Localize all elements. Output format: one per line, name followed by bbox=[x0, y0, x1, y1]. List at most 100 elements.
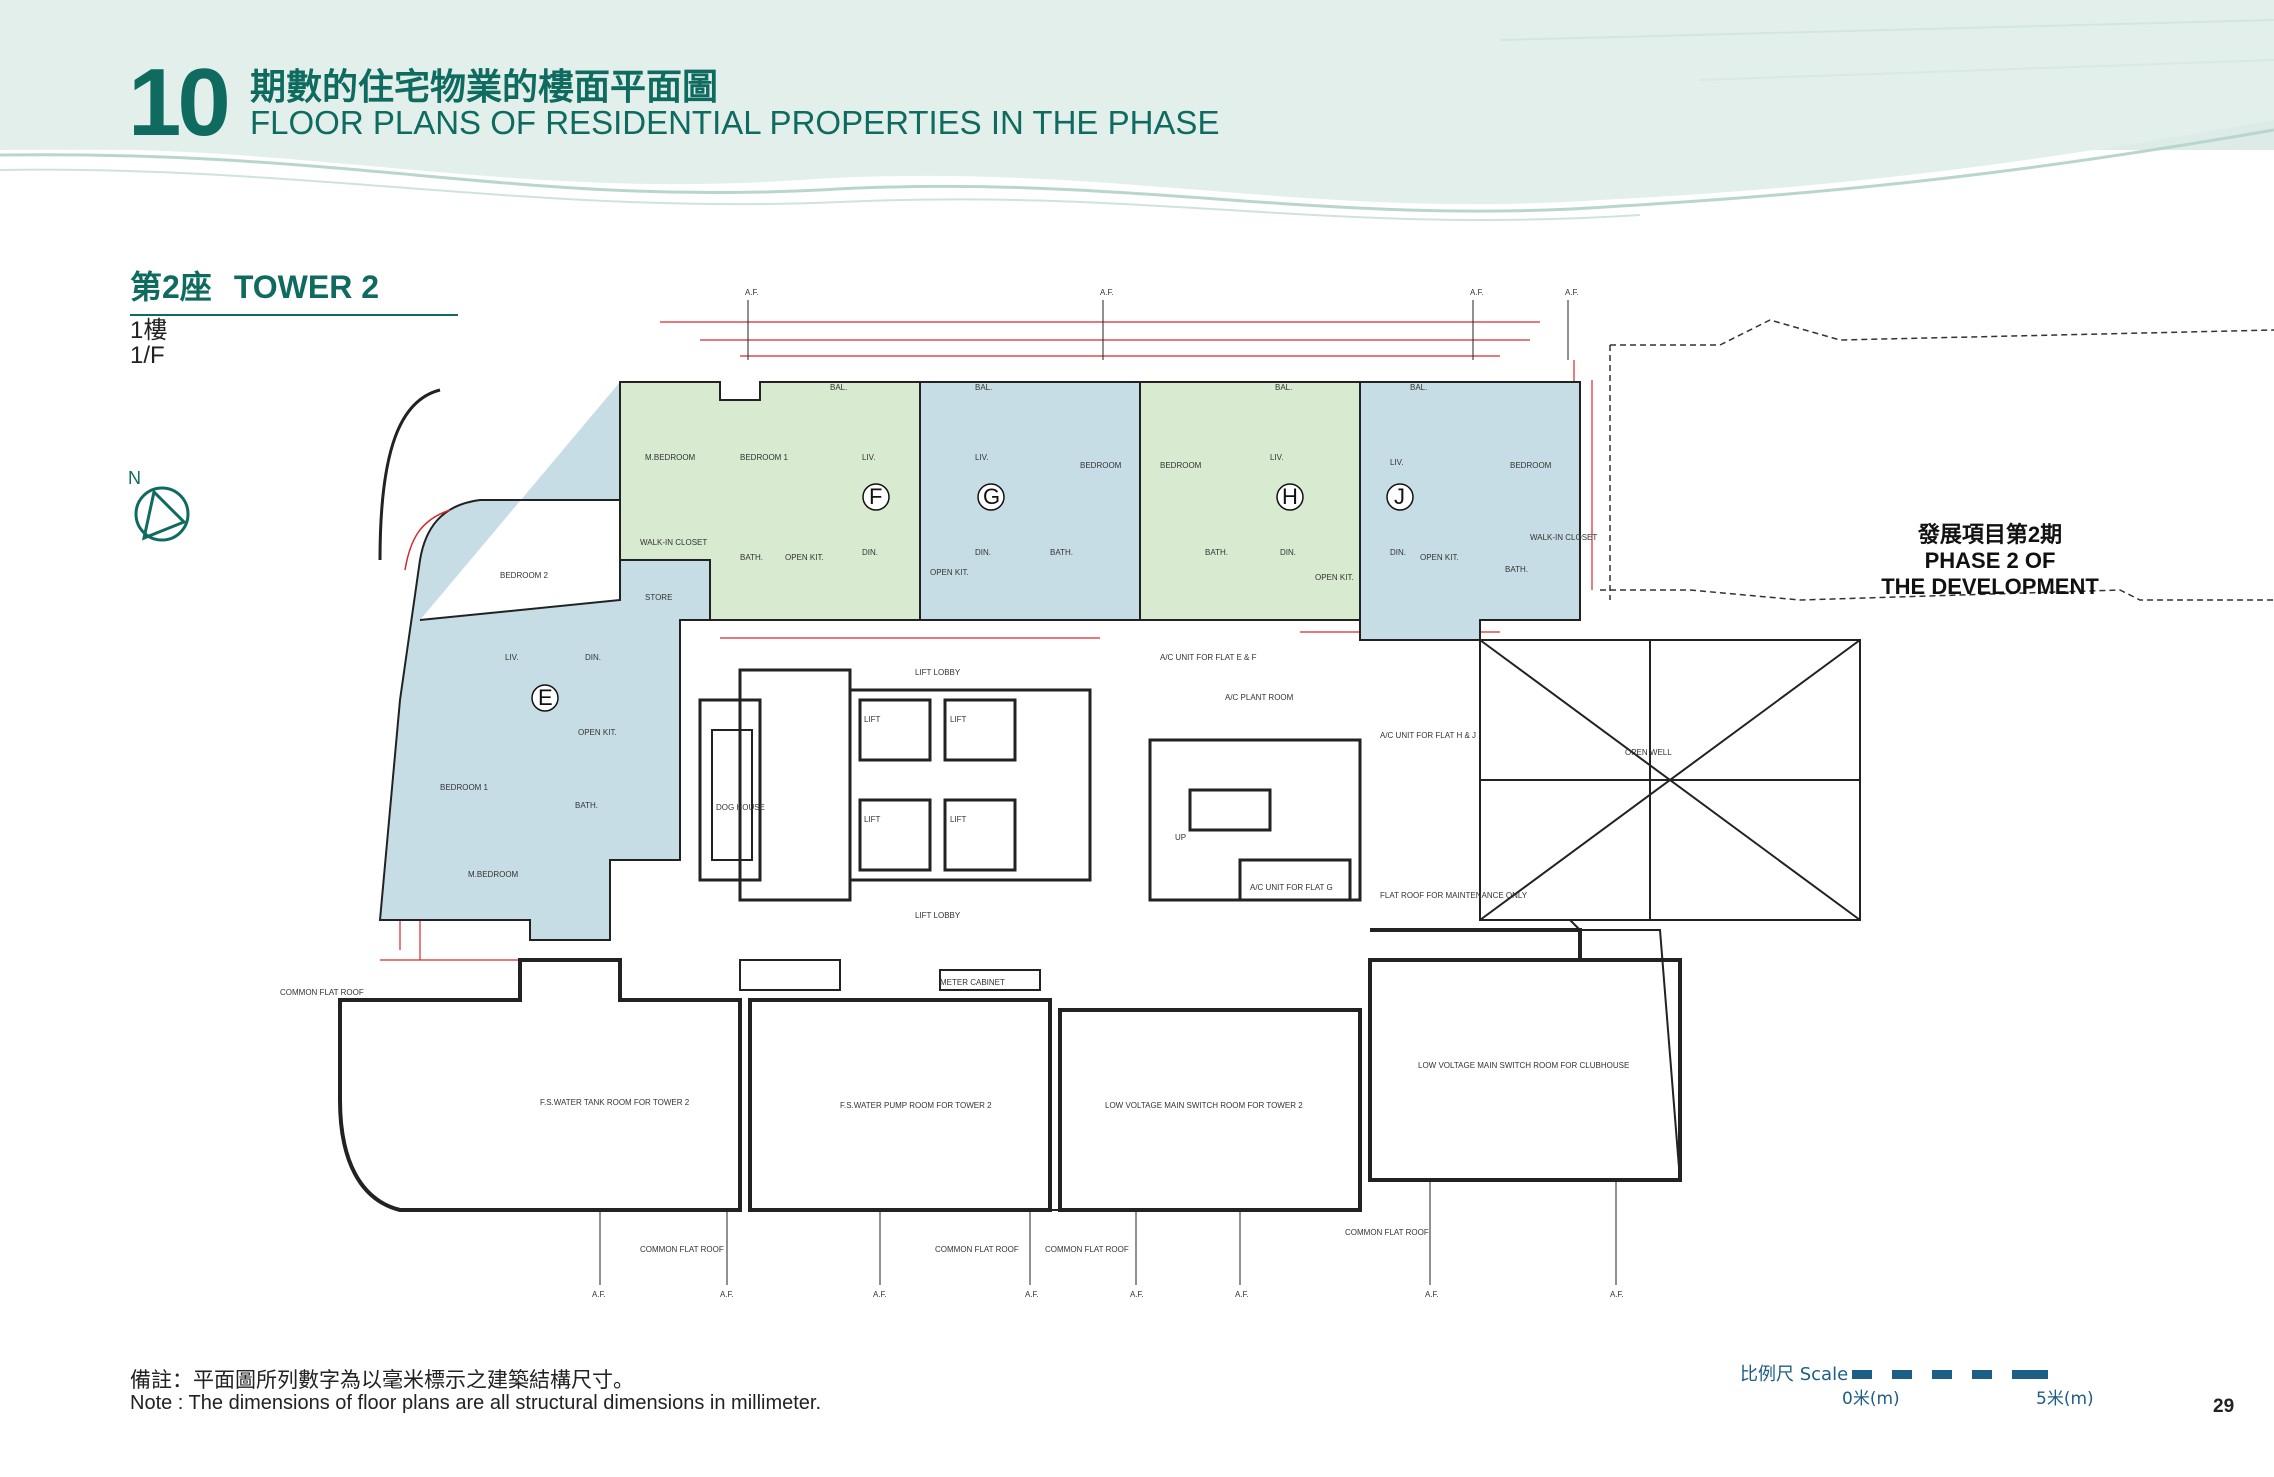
phase2-label-zh: 發展項目第2期 bbox=[1917, 522, 2063, 547]
label-af-top-1: A.F. bbox=[745, 288, 759, 297]
flat-roof-edge bbox=[1480, 919, 1681, 1181]
label-af-bottom-2: A.F. bbox=[720, 1290, 734, 1299]
page-number: 29 bbox=[2213, 1396, 2235, 1417]
label-af-bottom-8: A.F. bbox=[1610, 1290, 1624, 1299]
label-ac-unit-g: A/C UNIT FOR FLAT G bbox=[1250, 883, 1333, 892]
label-lift-1: LIFT bbox=[864, 715, 881, 724]
label-common-flat-roof-1: COMMON FLAT ROOF bbox=[280, 988, 364, 997]
label-bedroom-2-e: BEDROOM 2 bbox=[500, 571, 549, 580]
label-lift-4: LIFT bbox=[950, 815, 967, 824]
note-en: Note : The dimensions of floor plans are… bbox=[130, 1392, 822, 1414]
label-bal-g: BAL. bbox=[975, 383, 992, 392]
label-bal-f: BAL. bbox=[830, 383, 847, 392]
label-liv-e: LIV. bbox=[505, 653, 519, 662]
label-lift-lobby-upper: LIFT LOBBY bbox=[915, 668, 961, 677]
label-ac-unit-ef: A/C UNIT FOR FLAT E & F bbox=[1160, 653, 1257, 662]
page-title-zh: 期數的住宅物業的樓面平面圖 bbox=[250, 67, 719, 108]
label-din-h: DIN. bbox=[1280, 548, 1296, 557]
header-wave-band bbox=[0, 0, 2274, 222]
phase2-label: 發展項目第2期 PHASE 2 OF THE DEVELOPMENT bbox=[1820, 522, 2160, 600]
label-common-flat-roof-4: COMMON FLAT ROOF bbox=[1045, 1245, 1129, 1254]
scale-max: 5米(m) bbox=[2036, 1389, 2094, 1409]
flat-g-label: G bbox=[983, 484, 1000, 509]
lower-rooms-detail bbox=[620, 959, 1480, 1211]
lower-rooms bbox=[338, 928, 1682, 1212]
flat-e-label: E bbox=[538, 685, 553, 710]
label-bal-j: BAL. bbox=[1410, 383, 1427, 392]
label-open-well: OPEN WELL bbox=[1625, 748, 1672, 757]
scale-bar: 比例尺 Scale 0米(m) 5米(m) bbox=[1740, 1360, 2100, 1430]
floor-label-zh: 1樓 bbox=[130, 317, 168, 344]
label-open-kit-f: OPEN KIT. bbox=[785, 553, 824, 562]
label-bal-h: BAL. bbox=[1275, 383, 1292, 392]
label-lv-switch-tower: LOW VOLTAGE MAIN SWITCH ROOM FOR TOWER 2 bbox=[1105, 1101, 1303, 1110]
label-m-bedroom-f: M.BEDROOM bbox=[645, 453, 696, 462]
label-m-bedroom-e: M.BEDROOM bbox=[468, 870, 519, 879]
tower-heading: 第2座 TOWER 2 bbox=[130, 262, 458, 316]
label-walkin-j: WALK-IN CLOSET bbox=[1530, 533, 1597, 542]
flat-h-label: H bbox=[1282, 484, 1298, 509]
phase2-label-en-2: THE DEVELOPMENT bbox=[1881, 574, 2099, 599]
flat-markers: F G H J E bbox=[531, 483, 1414, 712]
phase2-outline bbox=[1600, 319, 2274, 601]
label-lift-lobby-lower: LIFT LOBBY bbox=[915, 911, 961, 920]
flat-g-area bbox=[919, 381, 1141, 621]
label-af-bottom-7: A.F. bbox=[1425, 1290, 1439, 1299]
flat-e-area bbox=[378, 382, 711, 941]
label-bath-e: BATH. bbox=[575, 801, 598, 810]
open-well bbox=[1479, 639, 1861, 921]
label-din-e: DIN. bbox=[585, 653, 601, 662]
flat-f-label: F bbox=[869, 484, 882, 509]
label-bath-g: BATH. bbox=[1050, 548, 1073, 557]
label-lift-2: LIFT bbox=[950, 715, 967, 724]
label-walkin-f: WALK-IN CLOSET bbox=[640, 538, 707, 547]
label-common-flat-roof-5: COMMON FLAT ROOF bbox=[1345, 1228, 1429, 1237]
label-af-top-3: A.F. bbox=[1470, 288, 1484, 297]
dog-house-outline bbox=[711, 729, 753, 861]
tower-label-zh: 第2座 bbox=[130, 269, 212, 305]
label-fs-water-tank: F.S.WATER TANK ROOM FOR TOWER 2 bbox=[540, 1098, 690, 1107]
tower-label-en: TOWER 2 bbox=[233, 269, 380, 305]
label-ac-unit-hj: A/C UNIT FOR FLAT H & J bbox=[1380, 731, 1476, 740]
label-ac-plant-room: A/C PLANT ROOM bbox=[1225, 693, 1294, 702]
page-title-en: FLOOR PLANS OF RESIDENTIAL PROPERTIES IN… bbox=[250, 104, 1220, 141]
label-af-bottom-5: A.F. bbox=[1130, 1290, 1144, 1299]
label-af-bottom-1: A.F. bbox=[592, 1290, 606, 1299]
label-liv-h: LIV. bbox=[1270, 453, 1284, 462]
label-bedroom-g: BEDROOM bbox=[1080, 461, 1122, 470]
flat-j-area bbox=[1359, 381, 1581, 641]
label-lift-3: LIFT bbox=[864, 815, 881, 824]
label-lv-switch-clubhouse: LOW VOLTAGE MAIN SWITCH ROOM FOR CLUBHOU… bbox=[1418, 1061, 1629, 1070]
floor-label-en: 1/F bbox=[130, 342, 165, 369]
label-af-top-4: A.F. bbox=[1565, 288, 1579, 297]
scale-min: 0米(m) bbox=[1842, 1389, 1900, 1409]
scale-label: 比例尺 Scale bbox=[1740, 1364, 1849, 1385]
label-open-kit-e: OPEN KIT. bbox=[578, 728, 617, 737]
label-bedroom-j: BEDROOM bbox=[1510, 461, 1552, 470]
label-meter-cabinet: METER CABINET bbox=[940, 978, 1005, 987]
north-arrow-icon: N bbox=[128, 468, 190, 542]
label-up: UP bbox=[1175, 833, 1186, 842]
note-zh: 備註：平面圖所列數字為以毫米標示之建築結構尺寸。 bbox=[130, 1368, 634, 1392]
label-af-bottom-4: A.F. bbox=[1025, 1290, 1039, 1299]
label-open-kit-g: OPEN KIT. bbox=[930, 568, 969, 577]
label-common-flat-roof-3: COMMON FLAT ROOF bbox=[935, 1245, 1019, 1254]
core-area bbox=[698, 668, 1362, 902]
label-din-g: DIN. bbox=[975, 548, 991, 557]
label-fs-water-pump: F.S.WATER PUMP ROOM FOR TOWER 2 bbox=[840, 1101, 992, 1110]
phase2-label-en-1: PHASE 2 OF bbox=[1924, 548, 2056, 573]
section-number: 10 bbox=[128, 49, 231, 156]
label-bath-j: BATH. bbox=[1505, 565, 1528, 574]
label-store-e: STORE bbox=[645, 593, 672, 602]
label-liv-g: LIV. bbox=[975, 453, 989, 462]
label-bath-f: BATH. bbox=[740, 553, 763, 562]
label-bedroom-h: BEDROOM bbox=[1160, 461, 1202, 470]
label-liv-j: LIV. bbox=[1390, 458, 1404, 467]
flat-j-label: J bbox=[1394, 484, 1405, 509]
label-flat-roof-maintenance: FLAT ROOF FOR MAINTENANCE ONLY bbox=[1380, 891, 1528, 900]
label-open-kit-j: OPEN KIT. bbox=[1420, 553, 1459, 562]
flat-h-area bbox=[1139, 381, 1361, 621]
label-open-kit-h: OPEN KIT. bbox=[1315, 573, 1354, 582]
label-af-bottom-3: A.F. bbox=[873, 1290, 887, 1299]
